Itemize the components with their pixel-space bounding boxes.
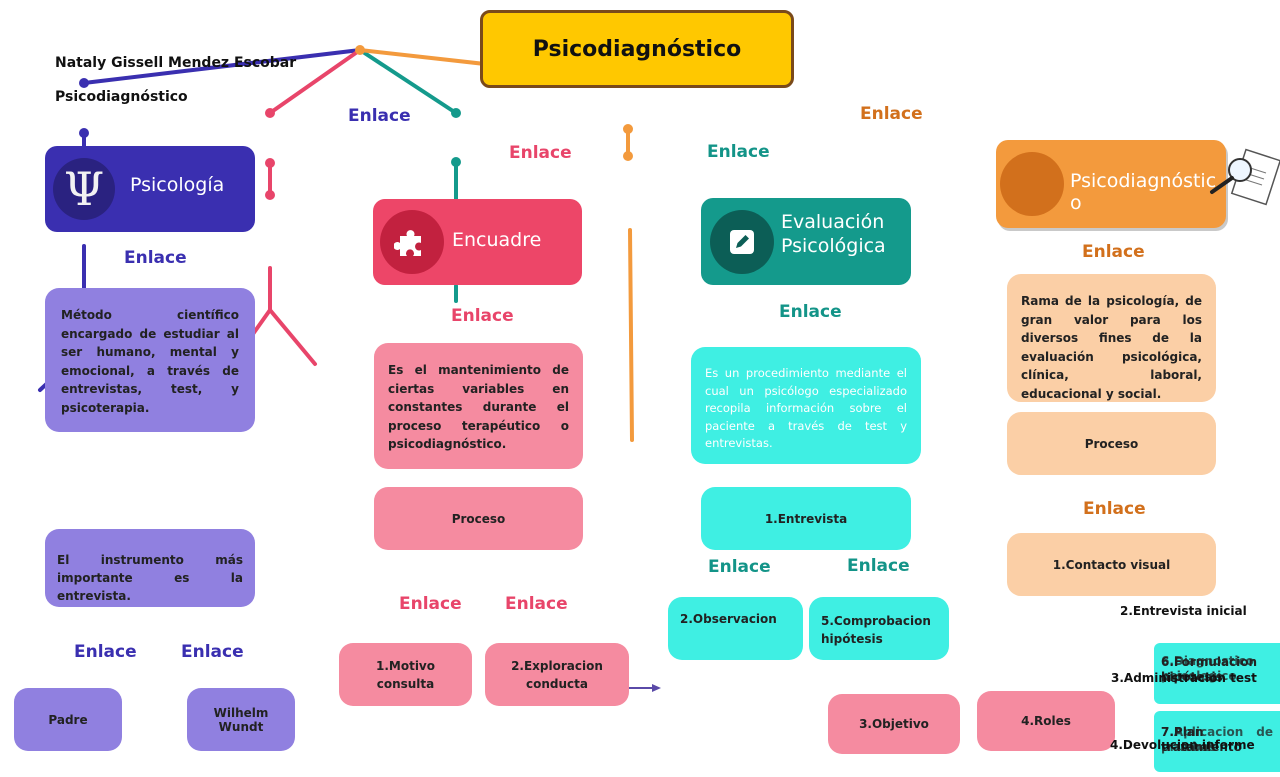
link-label[interactable]: Enlace: [451, 306, 514, 326]
encuadre-step1-box: 1.Motivo consulta: [339, 643, 472, 706]
encuadre-definition-box: Es el mantenimiento de ciertas variables…: [374, 343, 583, 469]
page-title: Psicodiagnóstico: [532, 36, 742, 62]
psicologia-header: Ψ Psicología: [45, 146, 255, 232]
wundt-box: Wilhelm Wundt: [187, 688, 295, 751]
evaluacion-step6-box: 6.Formulacion hipótesis 6.Diagnostico ps…: [1154, 643, 1280, 704]
title-box: Psicodiagnóstico: [480, 10, 794, 88]
evaluacion-step2-label: 2.Observacion: [680, 612, 777, 626]
padre-label: Padre: [48, 712, 88, 727]
encuadre-step4-box: 4.Roles: [977, 691, 1115, 751]
evaluacion-step5-box: 5.Comprobacion hipótesis: [809, 597, 949, 660]
link-label[interactable]: Enlace: [509, 143, 572, 163]
encuadre-step1-label: 1.Motivo consulta: [375, 658, 435, 691]
evaluacion-definition: Es un procedimiento mediante el cual un …: [705, 366, 907, 450]
psicodiagnostico-definition: Rama de la psicología, de gran valor par…: [1021, 294, 1202, 401]
puzzle-icon: [380, 210, 444, 274]
evaluacion-step7-box: 7.Plan tratamiento 7.Aplicacion de prueb…: [1154, 711, 1280, 772]
encuadre-step4-label: 4.Roles: [1021, 714, 1071, 728]
encuadre-step2-box: 2.Exploracion conducta: [485, 643, 629, 706]
evaluacion-step7-label: 7.Plan tratamiento: [1161, 725, 1242, 754]
psicodiagnostico-circle: [1000, 152, 1064, 216]
psicologia-definition-box: Método científico encargado de estudiar …: [45, 288, 255, 432]
evaluacion-header: Evaluación Psicológica: [701, 198, 911, 285]
encuadre-header: Encuadre: [373, 199, 582, 285]
encuadre-step3-box: 3.Objetivo: [828, 694, 960, 754]
psicodiagnostico-step3: 3.Administracion test: [1111, 671, 1257, 685]
psicodiagnostico-process-box: Proceso: [1007, 412, 1216, 475]
psicodiagnostico-step2: 2.Entrevista inicial: [1120, 604, 1247, 618]
psicodiagnostico-definition-box: Rama de la psicología, de gran valor par…: [1007, 274, 1216, 402]
psicologia-instrument: El instrumento más importante es la entr…: [57, 553, 243, 603]
evaluacion-step1-box: 1.Entrevista: [701, 487, 911, 550]
link-label[interactable]: Enlace: [860, 104, 923, 124]
encuadre-process-label: Proceso: [451, 511, 506, 526]
evaluacion-step1-label: 1.Entrevista: [764, 511, 848, 526]
psicologia-header-label: Psicología: [130, 174, 225, 196]
author-name: Nataly Gissell Mendez Escobar: [55, 55, 297, 71]
encuadre-header-label: Encuadre: [452, 229, 542, 251]
pencil-icon: [710, 210, 774, 274]
wundt-label: Wilhelm Wundt: [213, 705, 269, 734]
evaluacion-header-label: Evaluación Psicológica: [781, 211, 886, 257]
evaluacion-step7b-label: 7.Aplicacion de pruebas: [1161, 725, 1273, 754]
encuadre-step3-label: 3.Objetivo: [859, 717, 929, 731]
link-label[interactable]: Enlace: [708, 557, 771, 577]
psicologia-definition: Método científico encargado de estudiar …: [61, 308, 239, 415]
subtitle: Psicodiagnóstico: [55, 89, 188, 105]
link-label[interactable]: Enlace: [399, 594, 462, 614]
encuadre-process-box: Proceso: [374, 487, 583, 550]
psicodiagnostico-step1-box: 1.Contacto visual: [1007, 533, 1216, 596]
psi-icon: Ψ: [53, 158, 115, 220]
evaluacion-definition-box: Es un procedimiento mediante el cual un …: [691, 347, 921, 464]
link-label[interactable]: Enlace: [348, 106, 411, 126]
link-label[interactable]: Enlace: [74, 642, 137, 662]
link-label[interactable]: Enlace: [1082, 242, 1145, 262]
psicodiagnostico-header-label: Psicodiagnóstico: [1070, 170, 1217, 214]
psicodiagnostico-header: Psicodiagnóstico: [996, 140, 1226, 228]
magnifier-document-icon: [1210, 148, 1280, 206]
link-label[interactable]: Enlace: [181, 642, 244, 662]
link-label[interactable]: Enlace: [505, 594, 568, 614]
evaluacion-step2-box: 2.Observacion: [668, 597, 803, 660]
link-label[interactable]: Enlace: [779, 302, 842, 322]
link-label[interactable]: Enlace: [847, 556, 910, 576]
link-label[interactable]: Enlace: [1083, 499, 1146, 519]
psicodiagnostico-step4: 4.Devolucion informe: [1110, 738, 1255, 752]
evaluacion-step6-label: 6.Formulacion hipótesis: [1161, 655, 1258, 684]
encuadre-step2-label: 2.Exploracion conducta: [511, 658, 603, 691]
psicodiagnostico-process-label: Proceso: [1084, 436, 1139, 451]
psicodiagnostico-step1-label: 1.Contacto visual: [1052, 557, 1171, 572]
link-label[interactable]: Enlace: [707, 142, 770, 162]
evaluacion-step6b-label: 6.Diagnostico psicologico: [1161, 654, 1254, 683]
encuadre-definition: Es el mantenimiento de ciertas variables…: [388, 363, 569, 451]
link-label[interactable]: Enlace: [124, 248, 187, 268]
evaluacion-step5-label: 5.Comprobacion hipótesis: [821, 614, 931, 646]
padre-box: Padre: [14, 688, 122, 751]
psicologia-instrument-box: El instrumento más importante es la entr…: [45, 529, 255, 607]
